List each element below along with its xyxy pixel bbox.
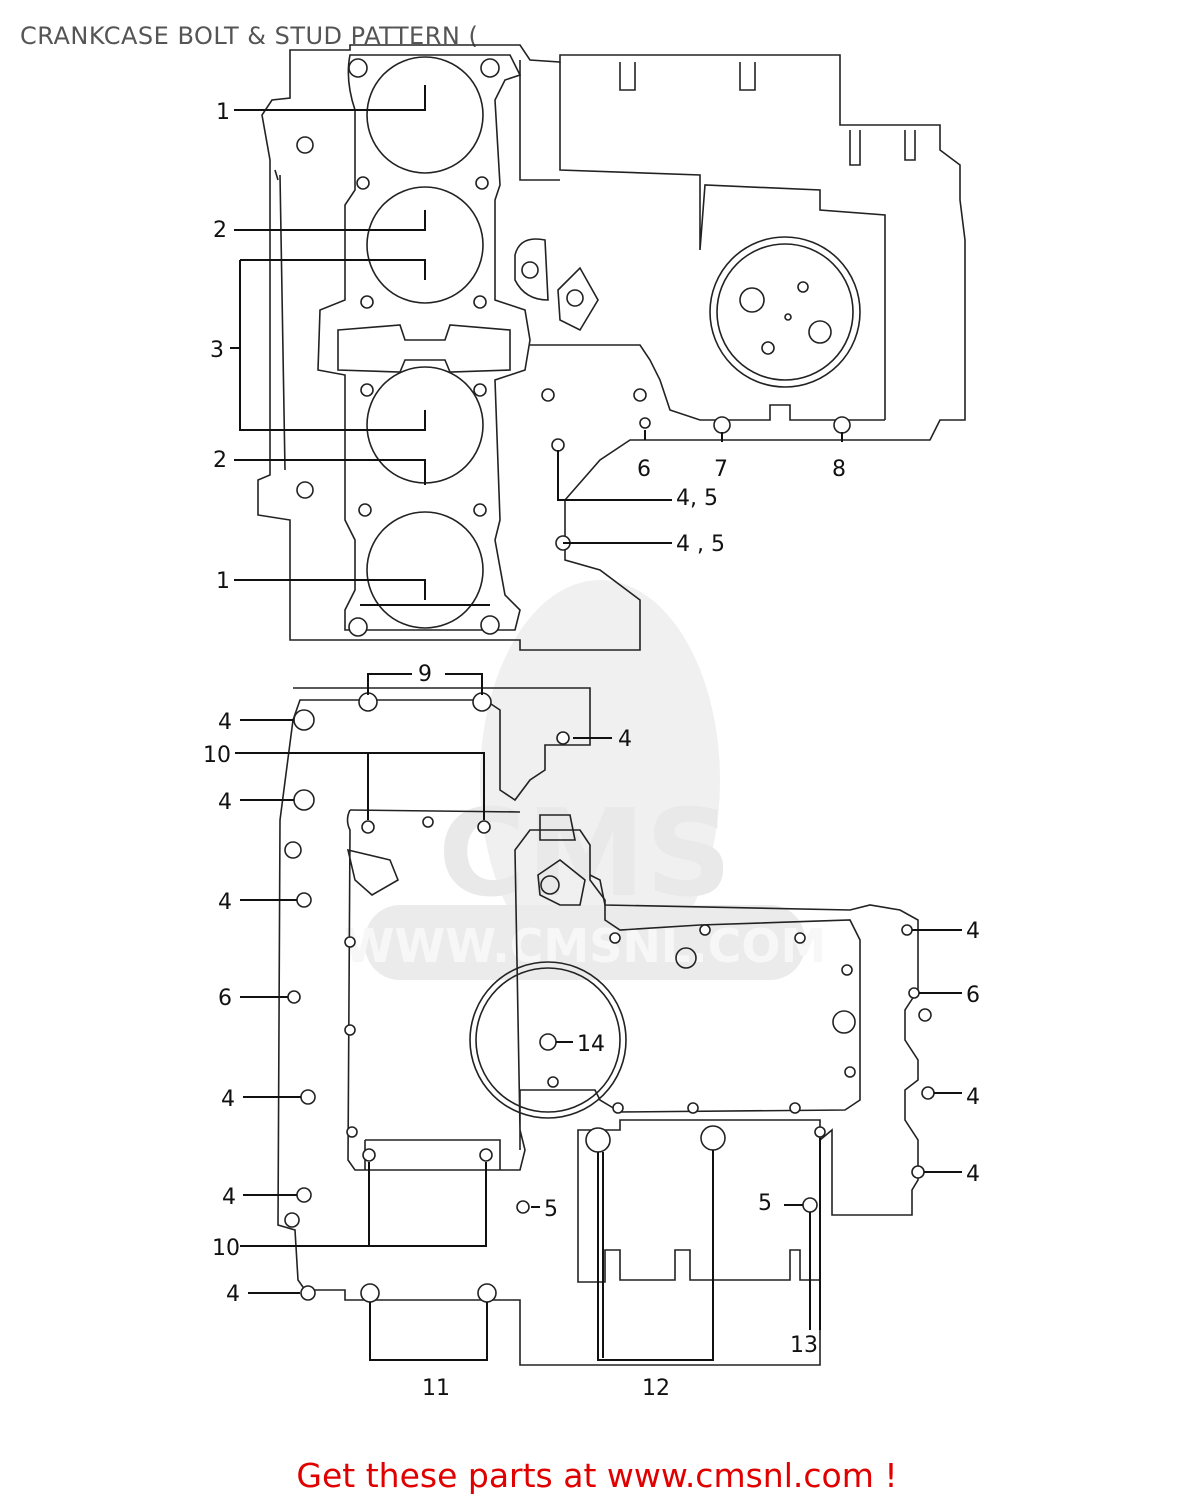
callout-3: 3 (210, 338, 224, 363)
callout-14: 14 (577, 1032, 605, 1057)
watermark-brand: CMS (438, 785, 732, 924)
callout-4-j: 4 (966, 1162, 980, 1187)
upper-crankcase (257, 44, 966, 651)
callout-6-left: 6 (218, 986, 232, 1011)
callout-11: 11 (422, 1376, 450, 1401)
callout-2-lower: 2 (213, 448, 227, 473)
callout-4-b: 4 (618, 727, 632, 752)
callout-4-5-b: 4 , 5 (676, 532, 725, 557)
callout-6-right: 6 (966, 983, 980, 1008)
callout-4-e: 4 (221, 1087, 235, 1112)
callout-4-a: 4 (218, 710, 232, 735)
callout-4-5-a: 4, 5 (676, 486, 718, 511)
callout-4-f: 4 (222, 1185, 236, 1210)
callout-1-top: 1 (216, 100, 230, 125)
callout-4-h: 4 (966, 919, 980, 944)
callout-10-bottom: 10 (212, 1236, 240, 1261)
callout-4-d: 4 (218, 890, 232, 915)
callout-13: 13 (790, 1333, 818, 1358)
callout-5-right: 5 (758, 1191, 772, 1216)
callout-12: 12 (642, 1376, 670, 1401)
callout-4-i: 4 (966, 1085, 980, 1110)
callout-4-c: 4 (218, 790, 232, 815)
callout-2-upper: 2 (213, 218, 227, 243)
lower-leaders (235, 673, 962, 1361)
lower-crankcase (277, 687, 935, 1366)
callout-1-bottom: 1 (216, 569, 230, 594)
callout-10-top: 10 (203, 743, 231, 768)
callout-7: 7 (714, 457, 728, 482)
callout-6-upper: 6 (637, 457, 651, 482)
footer-link[interactable]: Get these parts at www.cmsnl.com ! (296, 1456, 898, 1495)
watermark-url: WWW.CMSNL.COM (344, 919, 827, 973)
callout-4-g: 4 (226, 1282, 240, 1307)
callout-9: 9 (418, 662, 432, 687)
callout-8: 8 (832, 457, 846, 482)
callout-5-left: 5 (544, 1197, 558, 1222)
upper-leaders (230, 85, 843, 606)
